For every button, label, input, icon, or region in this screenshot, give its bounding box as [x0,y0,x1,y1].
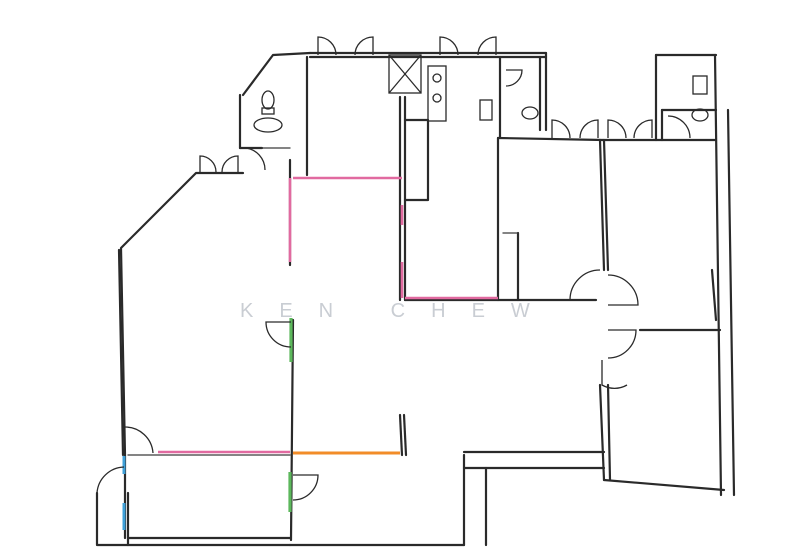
toilet-icon [691,108,709,122]
outer-walls [95,51,736,547]
toilet-icon [261,90,275,110]
colored-partitions [122,176,498,530]
toilet-icon [521,106,539,120]
doors [96,36,691,501]
interior-walls [123,51,722,542]
fixtures [253,54,709,133]
watermark: KEN CHEW [240,300,556,322]
sink-icon [253,117,283,133]
